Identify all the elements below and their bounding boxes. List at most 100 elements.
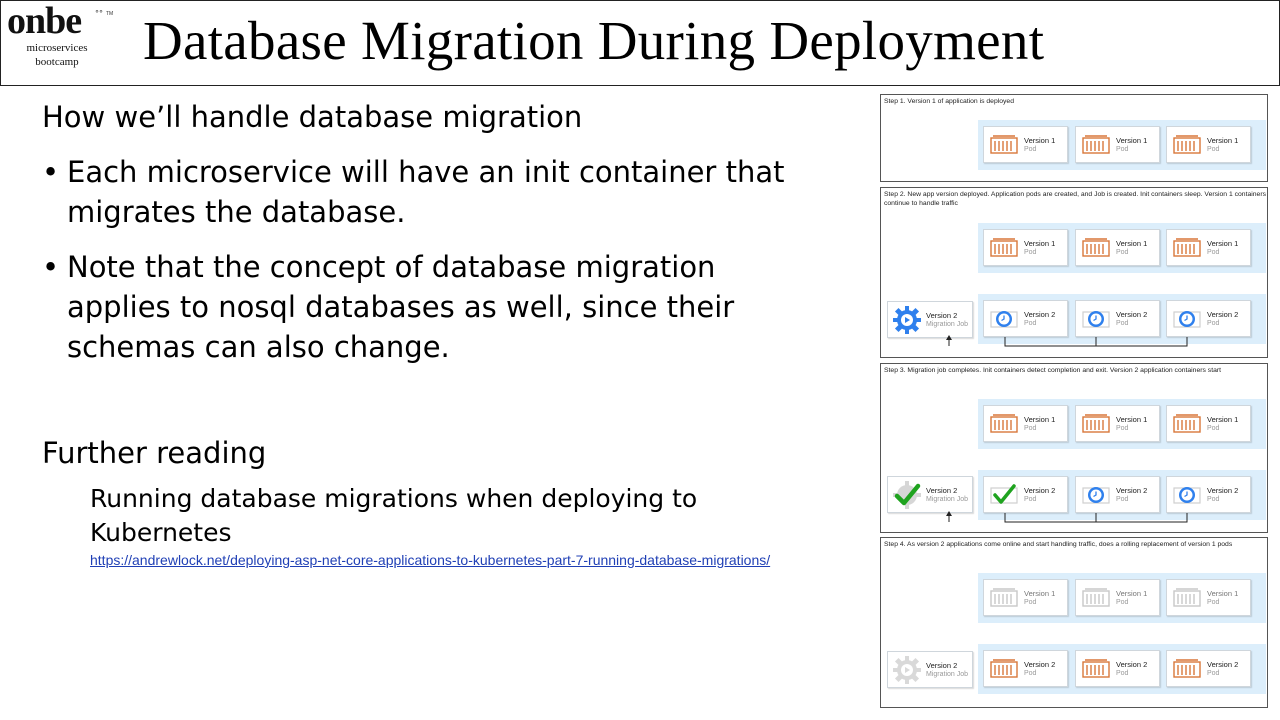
job-version-label: Version 2: [926, 311, 958, 320]
clock-icon: [1173, 487, 1201, 504]
reading-link[interactable]: https://andrewlock.net/deploying-asp-net…: [90, 552, 771, 568]
pod-version-label: Version 1: [1116, 415, 1148, 424]
pod-card: Version 1 Pod: [1075, 229, 1160, 266]
pod-card: Version 1 Pod: [1166, 229, 1251, 266]
clock-icon: [1082, 487, 1110, 504]
pod-version-label: Version 1: [1024, 589, 1056, 598]
pod-icon: [1082, 414, 1110, 433]
pod-version-label: Version 2: [1024, 660, 1056, 669]
pod-type-label: Pod: [1207, 320, 1220, 327]
page-title: Database Migration During Deployment: [143, 10, 1045, 71]
pod-card: Version 1 Pod: [1166, 405, 1251, 442]
pod-type-label: Pod: [1024, 320, 1037, 327]
pod-type-label: Pod: [1207, 249, 1220, 256]
pod-card: Version 2 Pod: [983, 476, 1068, 513]
slide-header: onbe °° TM microservices bootcamp Databa…: [0, 0, 1280, 86]
pod-type-label: Pod: [1207, 146, 1220, 153]
pod-icon: [1082, 659, 1110, 678]
pod-version-label: Version 1: [1207, 415, 1239, 424]
diagram-step-1: Step 1. Version 1 of application is depl…: [880, 94, 1268, 182]
pod-version-label: Version 1: [1024, 415, 1056, 424]
pod-type-label: Pod: [1207, 599, 1220, 606]
v2-pod-band: Version 2 Pod Version 2 Pod Version 2 Po…: [978, 470, 1266, 520]
pod-version-label: Version 2: [1207, 660, 1239, 669]
clock-icon: [990, 311, 1018, 328]
migration-job-card: Version 2 Migration Job: [887, 301, 973, 338]
migration-job-card: Version 2 Migration Job: [887, 476, 973, 513]
pod-card: Version 2 Pod: [1166, 300, 1251, 337]
onbe-logo: onbe °° TM microservices bootcamp: [3, 0, 114, 75]
bullet-dot: •: [42, 250, 60, 284]
logo-line-2: bootcamp: [35, 56, 79, 68]
pod-icon: [990, 414, 1018, 433]
pod-card: Version 2 Pod: [1166, 650, 1251, 687]
pod-icon: [1173, 588, 1201, 607]
pod-icon: [1082, 135, 1110, 154]
pod-type-label: Pod: [1207, 496, 1220, 503]
pod-card: Version 1 Pod: [1166, 579, 1251, 616]
pod-type-label: Pod: [1024, 425, 1037, 432]
pod-type-label: Pod: [1024, 670, 1037, 677]
pod-version-label: Version 2: [1116, 486, 1148, 495]
v2-pod-band: Version 2 Pod Version 2 Pod Version 2 Po…: [978, 644, 1266, 694]
pod-card: Version 2 Pod: [983, 300, 1068, 337]
pod-card: Version 1 Pod: [983, 126, 1068, 163]
pod-version-label: Version 1: [1024, 136, 1056, 145]
gear-faded-icon: [893, 656, 921, 684]
pod-type-label: Pod: [1024, 599, 1037, 606]
pod-version-label: Version 1: [1207, 239, 1239, 248]
pod-type-label: Pod: [1207, 425, 1220, 432]
pod-card: Version 2 Pod: [1075, 300, 1160, 337]
pod-icon: [990, 135, 1018, 154]
pod-card: Version 1 Pod: [1075, 126, 1160, 163]
pod-version-label: Version 1: [1207, 589, 1239, 598]
clock-icon: [1173, 311, 1201, 328]
pod-icon: [990, 659, 1018, 678]
clock-icon: [1082, 311, 1110, 328]
pod-type-label: Pod: [1116, 599, 1129, 606]
further-reading-heading: Further reading: [42, 436, 267, 470]
pod-icon: [1173, 414, 1201, 433]
step-caption: Step 4. As version 2 applications come o…: [884, 541, 1233, 548]
pod-card: Version 2 Pod: [983, 650, 1068, 687]
gear-icon: [893, 306, 921, 334]
job-type-label: Migration Job: [926, 321, 969, 328]
bullet-dot: •: [42, 155, 60, 189]
pod-card: Version 2 Pod: [1075, 650, 1160, 687]
pod-card: Version 1 Pod: [1166, 126, 1251, 163]
logo-line-1: microservices: [26, 42, 88, 54]
pod-version-label: Version 1: [1116, 589, 1148, 598]
step-caption: Step 3. Migration job completes. Init co…: [884, 367, 1222, 374]
pod-type-label: Pod: [1116, 496, 1129, 503]
pod-version-label: Version 1: [1207, 136, 1239, 145]
pod-type-label: Pod: [1116, 670, 1129, 677]
migration-job-card: Version 2 Migration Job: [887, 651, 973, 688]
job-version-label: Version 2: [926, 486, 958, 495]
job-version-label: Version 2: [926, 661, 958, 670]
pod-type-label: Pod: [1024, 496, 1037, 503]
pod-version-label: Version 1: [1116, 239, 1148, 248]
pod-version-label: Version 2: [1024, 486, 1056, 495]
checkmark-icon: [893, 481, 921, 509]
job-type-label: Migration Job: [926, 671, 969, 678]
pod-version-label: Version 1: [1116, 136, 1148, 145]
pod-version-label: Version 2: [1116, 660, 1148, 669]
pod-version-label: Version 2: [1024, 310, 1056, 319]
diagram-step-3: Step 3. Migration job completes. Init co…: [880, 363, 1268, 533]
pod-type-label: Pod: [1024, 146, 1037, 153]
pod-type-label: Pod: [1024, 249, 1037, 256]
checkmark-icon: [990, 484, 1018, 504]
logo-subtitle: microservices bootcamp: [3, 41, 111, 69]
v1-pod-band: Version 1 Pod Version 1 Pod Version 1 Po…: [978, 120, 1266, 170]
pod-card: Version 2 Pod: [1166, 476, 1251, 513]
v1-pod-band: Version 1 Pod Version 1 Pod Version 1 Po…: [978, 573, 1266, 623]
pod-icon: [990, 238, 1018, 257]
job-type-label: Migration Job: [926, 496, 969, 503]
pod-card: Version 1 Pod: [983, 405, 1068, 442]
bullet-item-2: • Note that the concept of database migr…: [42, 247, 782, 367]
logo-trademark: TM: [106, 11, 114, 17]
pod-version-label: Version 2: [1116, 310, 1148, 319]
step-caption: Step 2. New app version deployed. Applic…: [884, 191, 1266, 207]
pod-icon: [1173, 238, 1201, 257]
step-caption: Step 1. Version 1 of application is depl…: [884, 98, 1014, 105]
